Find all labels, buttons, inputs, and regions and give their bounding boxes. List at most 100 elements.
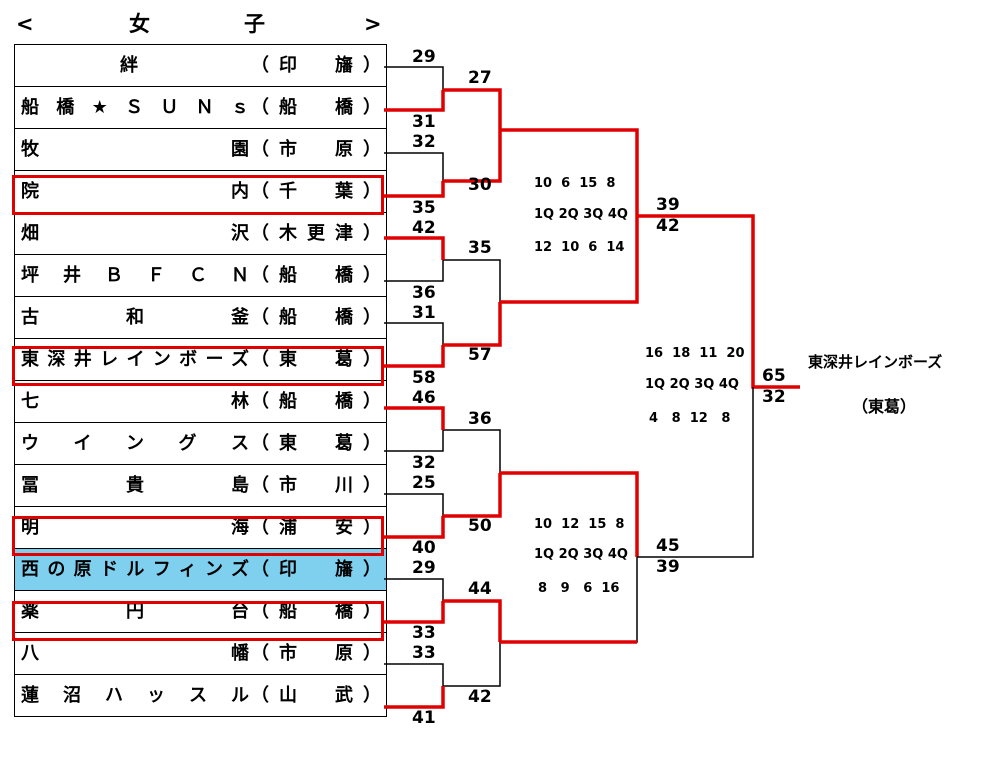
team-row: 七 林（船 橋） [15,381,386,423]
win-path [384,345,445,368]
semi-score: 39 [656,557,680,577]
r1-score: 33 [412,623,436,643]
semi-score: 39 [656,195,680,215]
r2-score: 36 [468,409,492,429]
team-name: 冨 貴 島 [21,475,249,496]
team-name: 蓮沼ハッスル [21,685,249,706]
team-name: ウイングス [21,433,249,454]
r2-score: 35 [468,238,492,258]
r1-connector [384,322,444,345]
team-name: 七 林 [21,391,249,412]
bracket-header: < 女 子 > [14,8,384,40]
r2-connector [443,429,501,473]
r2-score: 42 [468,687,492,707]
team-name: 薬 円 台 [21,601,249,622]
r2-score: 44 [468,579,492,599]
r1-score: 58 [412,368,436,388]
r1-connector [384,578,444,601]
header-right-bracket: > [364,12,382,36]
team-row: 蓮沼ハッスル（山 武） [15,675,386,717]
team-row: 古 和 釜（船 橋） [15,297,386,339]
team-row-highlighted: 西の原ドルフィンズ（印 旛） [15,549,386,591]
r1-connector [384,663,444,686]
team-name: 坪井ＢＦＣＮ [21,265,249,286]
win-path [443,599,502,642]
team-prefecture: （市 川） [251,475,381,496]
team-row: 畑 沢（木更津） [15,213,386,255]
team-prefecture: （船 橋） [251,265,381,286]
final-quarter-labels: 1Q 2Q 3Q 4Q [645,377,739,392]
win-path [443,302,502,347]
team-name: 八 幡 [21,643,249,664]
team-prefecture: （市 原） [251,139,381,160]
semi1-quarter-top: 10 6 15 8 [534,176,616,191]
team-row: 明 海（浦 安） [15,507,386,549]
team-name: 船橋★ＳＵＮｓ [21,97,249,118]
team-row: 船橋★ＳＵＮｓ（船 橋） [15,87,386,129]
semi-score: 45 [656,536,680,556]
r2-score: 57 [468,345,492,365]
r1-connector [384,152,444,181]
team-prefecture: （山 武） [251,685,381,706]
header-word-2: 子 [244,12,265,36]
r1-score: 42 [412,218,436,238]
r1-connector [384,493,444,516]
final-quarter-bottom: 4 8 12 8 [649,411,731,426]
team-name: 絆 [120,55,138,76]
r1-connector [384,430,444,452]
team-name: 明 海 [21,517,249,538]
win-path [443,473,502,518]
team-name: 東深井レインボーズ [21,349,249,370]
win-path [384,601,445,624]
semi2-quarter-labels: 1Q 2Q 3Q 4Q [534,547,628,562]
r1-score: 31 [412,303,436,323]
win-path [637,214,800,389]
team-prefecture: （船 橋） [251,601,381,622]
champion-name: 東深井レインボーズ [808,353,943,371]
team-row: 東深井レインボーズ（東 葛） [15,339,386,381]
team-table: 絆（印 旛） 船橋★ＳＵＮｓ（船 橋） 牧 園（市 原） 院 内（千 葉） 畑 … [14,44,387,717]
r2-score: 50 [468,516,492,536]
team-prefecture: （東 葛） [251,349,381,370]
r1-score: 40 [412,538,436,558]
r1-connector [384,66,446,91]
r1-score: 46 [412,388,436,408]
win-path [384,236,445,260]
team-prefecture: （千 葉） [251,181,381,202]
final-connector [637,387,754,558]
team-name: 牧 園 [21,139,249,160]
r1-score: 36 [412,283,436,303]
r1-score: 41 [412,708,436,728]
team-prefecture: （印 旛） [251,559,381,580]
team-name: 畑 沢 [21,223,249,244]
team-name: 古 和 釜 [21,307,249,328]
r1-connector [384,260,444,282]
final-score: 32 [762,387,786,407]
win-path [500,471,639,557]
win-path [384,516,445,539]
r1-score: 29 [412,558,436,578]
r2-score: 30 [468,175,492,195]
team-row: 冨 貴 島（市 川） [15,465,386,507]
r2-connector [443,259,501,302]
champion-prefecture: （東葛） [852,397,917,416]
r1-score: 32 [412,132,436,152]
semi2-quarter-top: 10 12 15 8 [534,517,625,532]
team-row: 絆 （印 旛） [15,45,386,87]
team-prefecture: （船 橋） [251,391,381,412]
team-row: ウイングス（東 葛） [15,423,386,465]
team-prefecture: （印 旛） [251,55,381,76]
semi1-quarter-bottom: 12 10 6 14 [534,240,625,255]
r1-score: 35 [412,198,436,218]
team-prefecture: （東 葛） [251,433,381,454]
r1-score: 32 [412,453,436,473]
team-prefecture: （市 原） [251,643,381,664]
win-path [384,90,445,112]
team-row: 八 幡（市 原） [15,633,386,675]
r1-score: 33 [412,643,436,663]
team-prefecture: （木更津） [251,223,381,244]
r1-score: 29 [412,47,436,67]
win-path [384,406,445,430]
team-row: 薬 円 台（船 橋） [15,591,386,633]
